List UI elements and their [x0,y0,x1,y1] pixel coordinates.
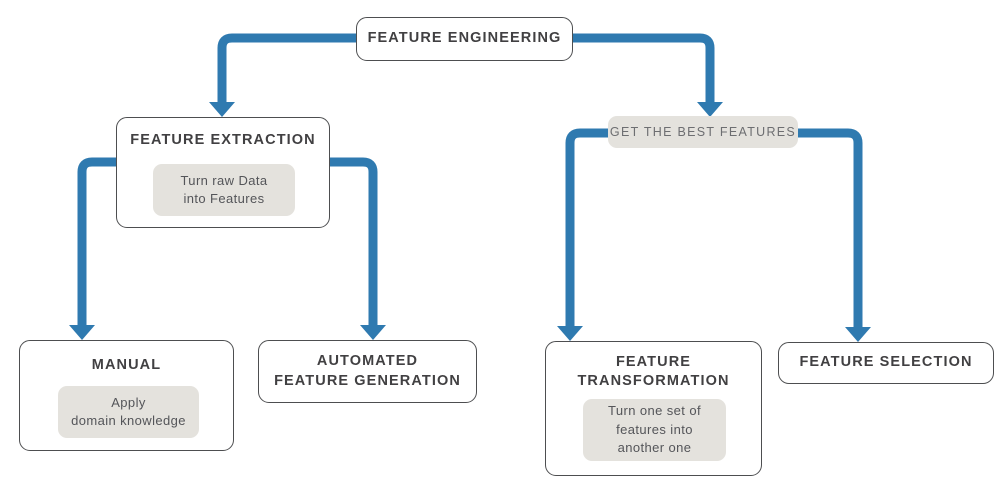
node-manual-label: MANUAL [91,357,162,373]
connector-best-features-to-transformation [565,128,612,328]
arrowhead-extraction-icon [209,102,235,117]
node-feature-selection-label: FEATURE SELECTION [799,354,973,371]
connector-engineering-to-extraction [217,33,360,104]
arrowhead-selection-icon [845,327,871,342]
connector-extraction-to-automated [326,157,378,327]
arrowhead-automated-icon [360,325,386,340]
connector-best-features-to-selection [794,128,863,329]
connector-extraction-to-manual [77,157,120,327]
node-feature-selection: FEATURE SELECTION [778,342,994,384]
arrowhead-manual-icon [69,325,95,340]
arrowhead-transformation-icon [557,326,583,341]
node-get-the-best-features-label: GET THE BEST FEATURES [609,125,797,139]
node-get-the-best-features: GET THE BEST FEATURES [608,116,798,148]
connector-engineering-to-best-features [569,33,715,104]
node-feature-extraction-label: FEATURE EXTRACTION [130,132,316,148]
node-feature-engineering: FEATURE ENGINEERING [356,17,573,61]
node-feature-engineering-label: FEATURE ENGINEERING [367,30,562,47]
arrowhead-best-features-icon [697,102,723,117]
